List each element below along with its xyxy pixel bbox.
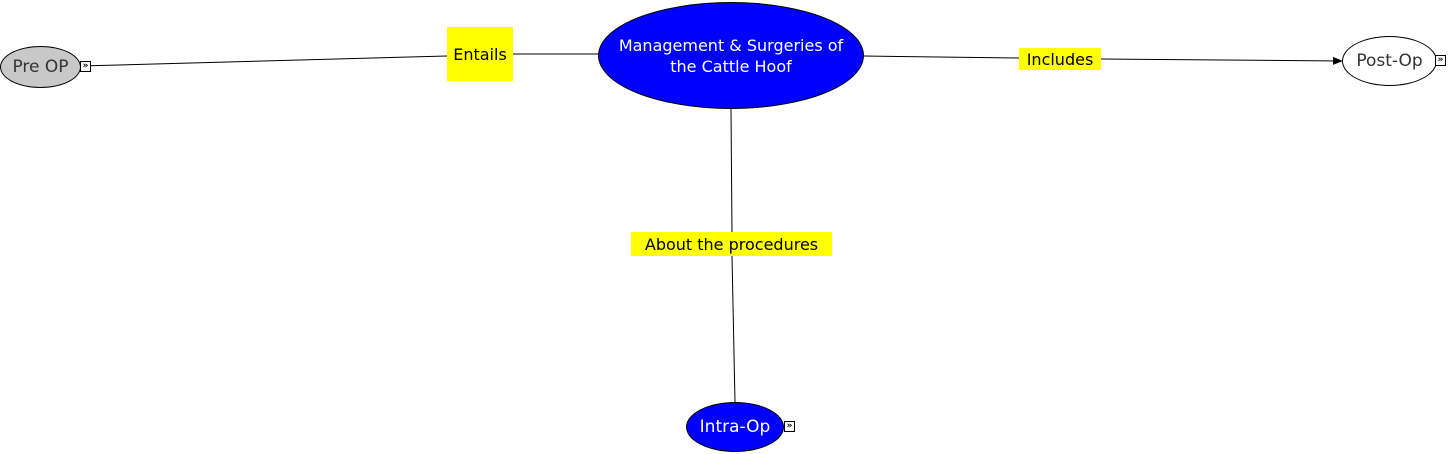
expand-icon[interactable]: » (784, 421, 795, 432)
line-includes-postop (1100, 56, 1343, 65)
concept-node-label: Post-Op (1356, 51, 1423, 71)
expand-icon[interactable]: » (1435, 55, 1446, 66)
line-center-about (730, 108, 733, 233)
line-about-intraop (731, 255, 736, 403)
concept-node-management-surgeries[interactable]: Management & Surgeries of the Cattle Hoo… (598, 2, 864, 109)
expand-icon[interactable]: » (80, 61, 91, 72)
concept-node-label: Intra-Op (699, 417, 771, 437)
concept-node-label: Management & Surgeries of the Cattle Hoo… (618, 35, 844, 76)
link-label-includes[interactable]: Includes (1019, 48, 1101, 70)
concept-node-pre-op[interactable]: Pre OP (0, 46, 81, 88)
link-label-about-procedures[interactable]: About the procedures (631, 232, 832, 256)
concept-node-post-op[interactable]: Post-Op (1342, 36, 1437, 86)
concept-node-intra-op[interactable]: Intra-Op (686, 402, 784, 452)
link-label-entails[interactable]: Entails (447, 27, 513, 81)
concept-node-label: Pre OP (12, 57, 69, 77)
line-center-includes (863, 55, 1020, 59)
line-preop-entails (79, 55, 448, 67)
